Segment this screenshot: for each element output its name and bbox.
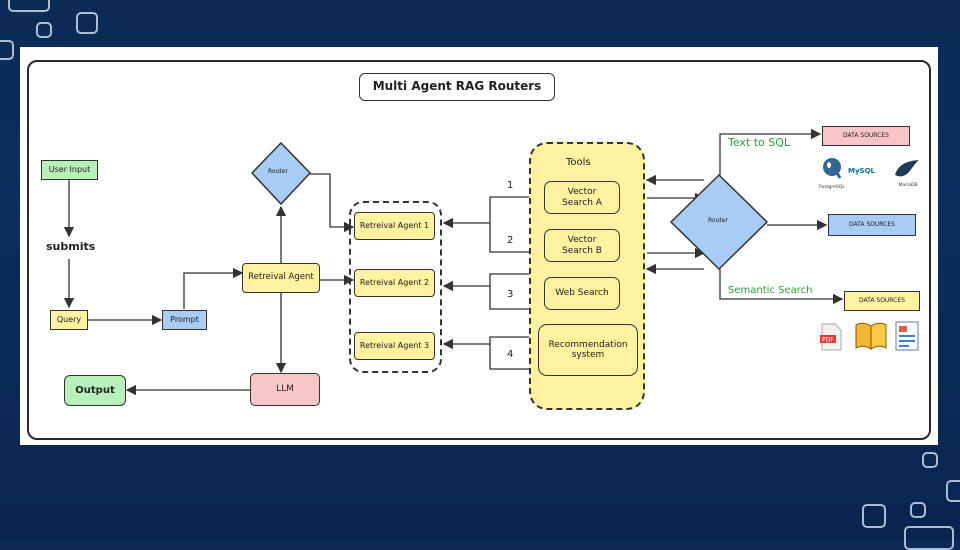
- decor-square: [922, 452, 938, 468]
- submits-label: submits: [46, 240, 96, 253]
- decor-square: [904, 526, 954, 550]
- book-icon: [854, 321, 888, 355]
- decor-square: [36, 22, 52, 38]
- prompt-node: Prompt: [162, 310, 207, 330]
- svg-text:PDF: PDF: [822, 337, 834, 344]
- vector-search-b-node: Vector Search B: [544, 229, 620, 262]
- edge-tools-agent3-4: [442, 336, 529, 350]
- recommendation-system-node: Recommendation system: [538, 324, 638, 376]
- decor-square: [76, 12, 98, 34]
- semantic-search-label: Semantic Search: [728, 285, 813, 296]
- postgresql-icon: PostgreSQL: [818, 157, 846, 190]
- edge-number-2: 2: [507, 235, 514, 246]
- decor-square: [862, 504, 886, 528]
- edge-number-1: 1: [507, 180, 514, 191]
- edge-router-ds1: [719, 128, 822, 175]
- data-sources-vector: DATA SOURCES: [828, 214, 916, 236]
- retrieval-agent-node: Retreival Agent: [242, 263, 320, 293]
- vector-search-a-node: Vector Search A: [544, 181, 620, 214]
- diagram-panel: Multi Agent RAG Routers User Input submi…: [20, 47, 938, 445]
- user-input-node: User Input: [41, 160, 98, 180]
- router-left-diamond: [250, 141, 312, 206]
- edge-prompt-retrieval: [183, 267, 244, 309]
- edge-number-3: 3: [507, 289, 514, 300]
- decor-square: [910, 502, 926, 518]
- edge-router-agent1: [309, 173, 355, 233]
- llm-node: LLM: [250, 373, 320, 406]
- retrieval-agent-3-node: Retreival Agent 3: [354, 332, 435, 360]
- text-to-sql-label: Text to SQL: [728, 136, 791, 149]
- mysql-icon: MySQL: [848, 161, 884, 181]
- decor-square: [0, 40, 14, 60]
- output-node: Output: [64, 375, 126, 406]
- data-sources-semantic: DATA SOURCES: [844, 291, 920, 311]
- diagram-title: Multi Agent RAG Routers: [359, 73, 555, 101]
- retrieval-agents-group: [349, 201, 442, 373]
- edge-number-4: 4: [507, 349, 514, 360]
- edge-tools-agent1-2: [489, 223, 529, 253]
- edge-tools-agent1-1: [442, 196, 529, 229]
- web-search-node: Web Search: [544, 277, 620, 310]
- report-icon: [895, 321, 919, 355]
- decor-square: [8, 0, 50, 12]
- retrieval-agent-2-node: Retreival Agent 2: [354, 269, 435, 297]
- router-right-diamond: [669, 173, 769, 271]
- connector-layer: [63, 128, 844, 396]
- retrieval-agent-1-node: Retreival Agent 1: [354, 212, 435, 240]
- decor-square: [946, 480, 960, 502]
- pdf-icon: PDF: [820, 323, 842, 355]
- edge-tools-agent3-b: [489, 344, 529, 370]
- mariadb-icon: MariaDB: [892, 157, 924, 189]
- mariadb-label: MariaDB: [898, 183, 918, 188]
- router-right-label: Router: [708, 217, 728, 224]
- data-sources-sql: DATA SOURCES: [822, 126, 910, 146]
- postgresql-label: PostgreSQL: [819, 185, 845, 190]
- edge-tools-agent2-3: [442, 273, 529, 292]
- edge-router-ds3: [719, 269, 844, 305]
- query-node: Query: [50, 310, 88, 330]
- tools-title: Tools: [566, 157, 591, 168]
- router-left-label: Router: [268, 168, 288, 175]
- diagram-frame: [27, 60, 931, 440]
- edge-tools-agent2-b: [489, 286, 529, 310]
- mysql-label: MySQL: [848, 167, 875, 175]
